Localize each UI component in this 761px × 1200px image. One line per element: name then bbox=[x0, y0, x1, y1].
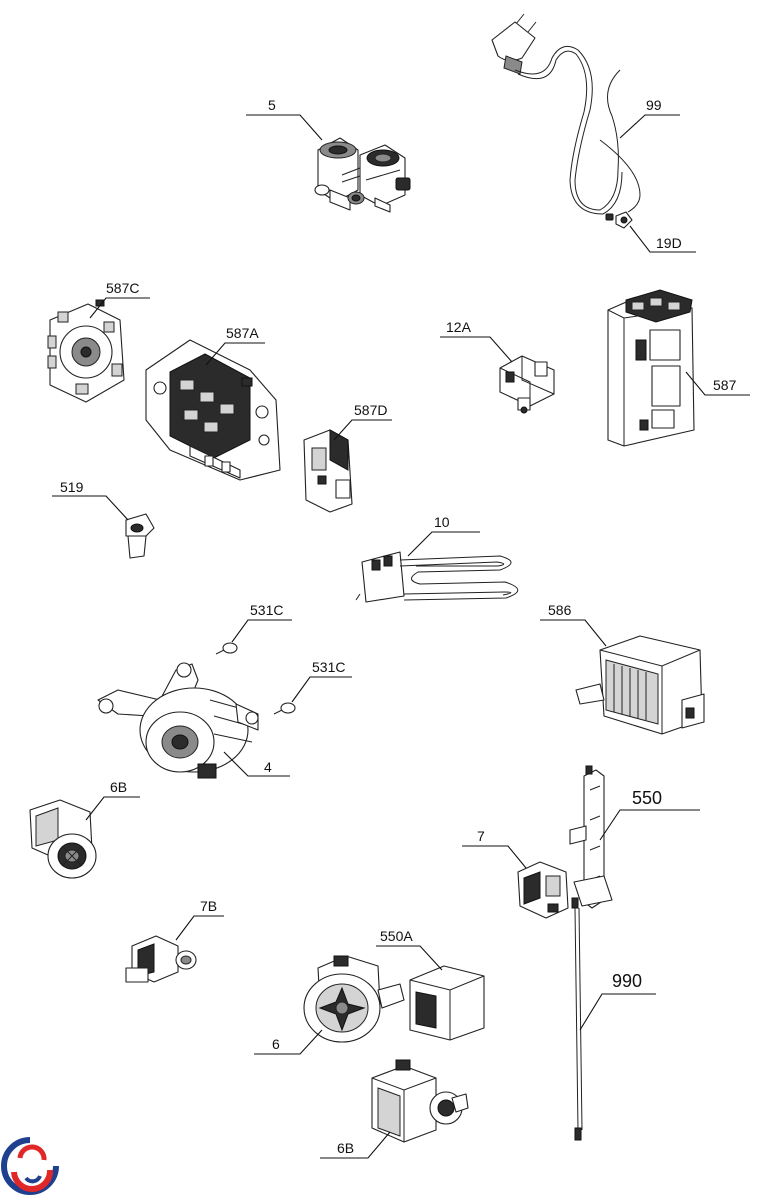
callout-6b-b: 6B bbox=[320, 1131, 391, 1159]
part-10-heating-element[interactable] bbox=[355, 551, 519, 603]
part-531c-screw-b[interactable] bbox=[273, 702, 296, 715]
callout-587c: 587C bbox=[89, 280, 150, 319]
label-7: 7 bbox=[477, 828, 485, 844]
callout-4: 4 bbox=[223, 751, 290, 777]
part-5-inlet-valve[interactable] bbox=[314, 137, 411, 213]
label-587: 587 bbox=[713, 377, 737, 393]
callout-587d: 587D bbox=[333, 402, 392, 441]
part-587a-control-module[interactable] bbox=[145, 339, 281, 481]
part-550-bracket[interactable] bbox=[569, 765, 613, 909]
callout-586: 586 bbox=[540, 602, 607, 647]
label-990: 990 bbox=[612, 971, 642, 991]
label-586: 586 bbox=[548, 602, 572, 618]
label-7b: 7B bbox=[200, 898, 217, 914]
part-531c-screw-a[interactable] bbox=[215, 642, 238, 655]
part-990-wire[interactable] bbox=[571, 897, 583, 1141]
part-587c-selector-board[interactable] bbox=[47, 299, 125, 403]
callout-550a: 550A bbox=[376, 928, 443, 971]
label-550: 550 bbox=[632, 788, 662, 808]
part-586-interference-filter[interactable] bbox=[575, 635, 705, 735]
label-6b-a: 6B bbox=[110, 779, 127, 795]
part-6b-drain-pump-a[interactable] bbox=[29, 799, 97, 879]
part-4-motor[interactable] bbox=[97, 662, 259, 779]
label-99: 99 bbox=[646, 97, 662, 113]
callout-7: 7 bbox=[462, 828, 527, 869]
callout-550: 550 bbox=[599, 788, 700, 841]
label-531c-b: 531C bbox=[312, 659, 345, 675]
label-587a: 587A bbox=[226, 325, 259, 341]
label-4: 4 bbox=[264, 759, 272, 775]
part-12a-pressure-switch[interactable] bbox=[499, 355, 555, 414]
part-550a-relay-box[interactable] bbox=[409, 965, 485, 1041]
callout-7b: 7B bbox=[175, 898, 224, 941]
label-19d: 19D bbox=[656, 235, 682, 251]
label-519: 519 bbox=[60, 479, 84, 495]
callout-6: 6 bbox=[254, 1029, 323, 1055]
label-531c-a: 531C bbox=[250, 602, 283, 618]
label-10: 10 bbox=[434, 514, 450, 530]
label-12a: 12A bbox=[446, 319, 472, 335]
callout-19d: 19D bbox=[629, 225, 696, 253]
part-99-power-cord[interactable] bbox=[491, 13, 641, 215]
part-587d-interface-module[interactable] bbox=[303, 429, 353, 513]
label-5: 5 bbox=[268, 97, 276, 113]
label-587d: 587D bbox=[354, 402, 387, 418]
callout-587: 587 bbox=[685, 371, 750, 396]
callout-6b-a: 6B bbox=[85, 779, 140, 821]
label-550a: 550A bbox=[380, 928, 413, 944]
callout-587a: 587A bbox=[205, 325, 265, 366]
callout-5: 5 bbox=[246, 97, 323, 141]
callout-990: 990 bbox=[579, 971, 656, 1031]
part-6b-drain-pump-b[interactable] bbox=[371, 1059, 469, 1143]
callout-531c-a: 531C bbox=[231, 602, 292, 643]
callout-519: 519 bbox=[52, 479, 129, 521]
part-19d-cord-clip[interactable] bbox=[605, 211, 633, 229]
callout-531c-b: 531C bbox=[291, 659, 352, 703]
part-6-drain-pump[interactable] bbox=[303, 955, 405, 1043]
part-519-sensor[interactable] bbox=[125, 513, 155, 559]
brand-logo-icon bbox=[1, 1137, 59, 1195]
part-7-door-lock[interactable] bbox=[517, 861, 569, 919]
part-7b-connector[interactable] bbox=[125, 935, 197, 983]
callout-12a: 12A bbox=[440, 319, 513, 363]
label-587c: 587C bbox=[106, 280, 139, 296]
callout-99: 99 bbox=[619, 97, 680, 139]
label-6: 6 bbox=[272, 1036, 280, 1052]
part-587-main-electronic-unit[interactable] bbox=[607, 289, 695, 447]
callout-10: 10 bbox=[407, 514, 480, 557]
label-6b-b: 6B bbox=[337, 1140, 354, 1156]
